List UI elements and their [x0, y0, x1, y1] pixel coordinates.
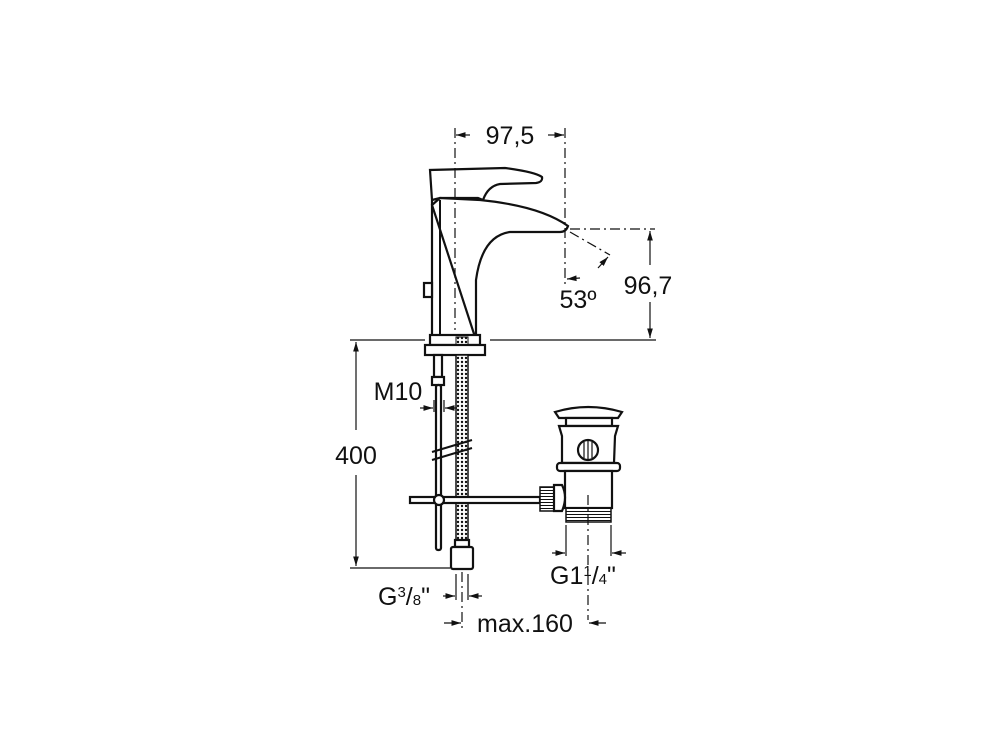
- faucet-body: [422, 166, 570, 357]
- drain-thread-label: G11/4": [550, 562, 616, 590]
- waste-drain: [539, 405, 624, 620]
- supply-hose: [430, 353, 475, 571]
- hose-length-label: 400: [335, 442, 377, 470]
- hose-thread-label: G3/8": [378, 583, 430, 611]
- pop-up-rod: [408, 493, 542, 507]
- spout-flow-line: [569, 231, 611, 256]
- drain-distance-label: max.160: [477, 610, 573, 638]
- spout-height-label: 96,7: [624, 272, 673, 300]
- spout-angle-label: 53º: [560, 286, 597, 314]
- rod-thread-label: M10: [374, 378, 423, 406]
- spout-reach-label: 97,5: [486, 122, 535, 150]
